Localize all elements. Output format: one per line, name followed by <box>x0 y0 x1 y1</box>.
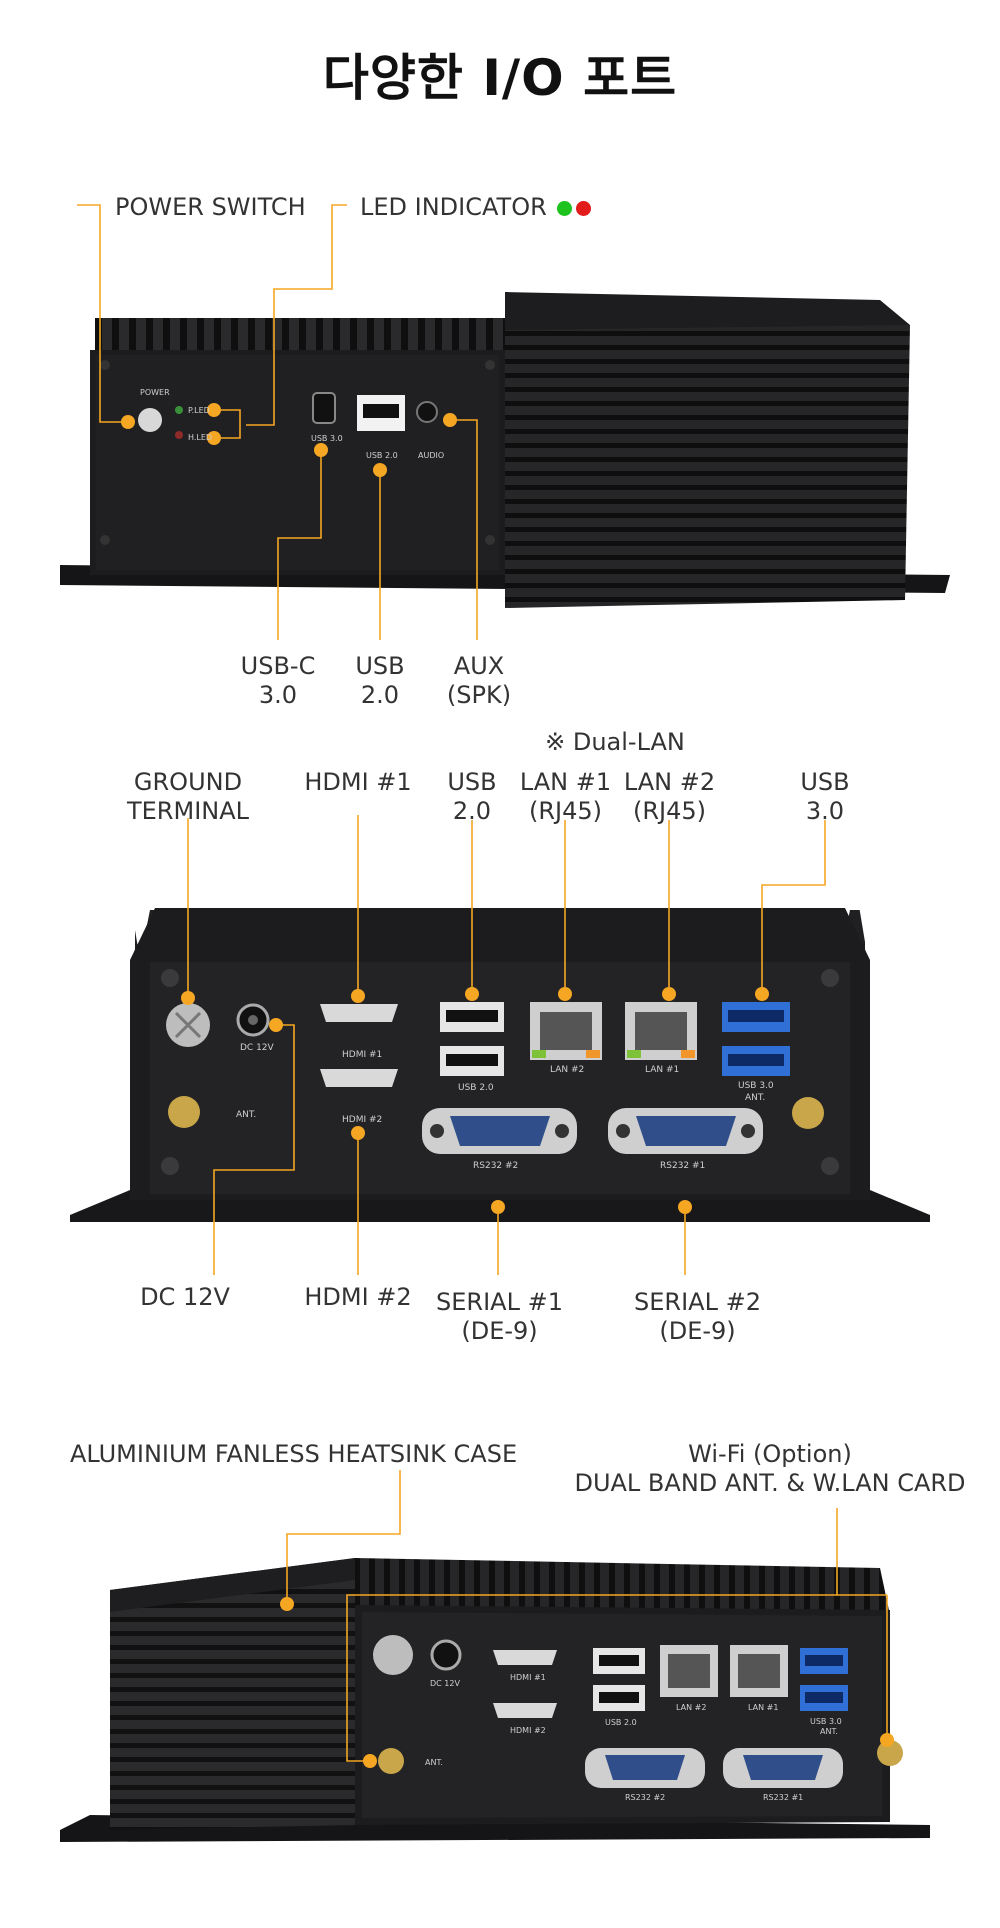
usb2-front-callout-line1: USB <box>355 652 405 680</box>
serial1-callout-line1: SERIAL #1 <box>436 1288 563 1316</box>
hdmi1-callout: HDMI #1 <box>304 768 412 796</box>
ground-callout-line2: TERMINAL <box>126 797 250 825</box>
dual-lan-note: ※ Dual-LAN <box>545 728 685 756</box>
serial2-callout-line2: (DE-9) <box>659 1317 736 1345</box>
rear-panel-label-lan1: LAN #1 <box>645 1065 679 1075</box>
wifi-callout-line1: Wi-Fi (Option) <box>688 1440 852 1468</box>
lan2-callout-line1: LAN #2 <box>623 768 716 796</box>
side-top-fins <box>355 1558 890 1615</box>
three-quarter-view-illustration: DC 12V ANT. HDMI #1 HDMI #2 USB 2.0 LAN … <box>60 1470 930 1842</box>
serial2-callout-line1: SERIAL #2 <box>634 1288 761 1316</box>
rear-panel-label-rs232-2: RS232 #2 <box>473 1161 518 1171</box>
usb-c-callout-line2: 3.0 <box>258 681 298 709</box>
wifi-callout-line2: DUAL BAND ANT. & W.LAN CARD <box>574 1469 966 1497</box>
lan2-callout: LAN #2(RJ45) <box>622 768 717 826</box>
audio-jack <box>416 401 438 423</box>
side-panel-label-ant2: ANT. <box>820 1727 838 1736</box>
side-panel-label-lan2: LAN #2 <box>676 1703 706 1712</box>
serial1-callout: SERIAL #1(DE-9) <box>432 1288 567 1346</box>
panel-label-usb3: USB 3.0 <box>311 434 343 443</box>
heatsink-top <box>95 318 505 356</box>
rear-panel-label-dc12v: DC 12V <box>240 1043 275 1053</box>
power-switch-callout: POWER SWITCH <box>115 193 306 221</box>
side-panel-label-hdmi2: HDMI #2 <box>510 1726 546 1735</box>
power-button <box>138 408 162 432</box>
lan2-callout-line2: (RJ45) <box>632 797 707 825</box>
ground-callout-line1: GROUND <box>133 768 243 796</box>
usb2-rear-callout-line1: USB <box>447 768 497 796</box>
hdmi1-port <box>320 1004 398 1022</box>
panel-label-usb2: USB 2.0 <box>366 451 398 460</box>
panel-label-power: POWER <box>140 388 170 397</box>
rear-panel-label-usb20: USB 2.0 <box>458 1083 494 1093</box>
usb-c-callout-line1: USB-C <box>240 652 316 680</box>
serial2-callout: SERIAL #2(DE-9) <box>630 1288 765 1346</box>
rear-panel-label-ant: ANT. <box>236 1110 256 1120</box>
lan1-callout: LAN #1(RJ45) <box>518 768 613 826</box>
lan1-callout-line1: LAN #1 <box>519 768 612 796</box>
hled-led <box>175 431 183 439</box>
aux-callout-line1: AUX <box>453 652 505 680</box>
wifi-callout: Wi-Fi (Option)DUAL BAND ANT. & W.LAN CAR… <box>560 1440 980 1498</box>
red-led-icon <box>575 200 591 216</box>
side-heatsink <box>110 1558 355 1830</box>
side-panel-label-rs232-2: RS232 #2 <box>625 1793 665 1802</box>
rear-panel-label-hdmi1: HDMI #1 <box>342 1050 382 1060</box>
panel-label-pled: P.LED <box>188 406 210 415</box>
lan1-callout-line2: (RJ45) <box>528 797 603 825</box>
led-indicator-label: LED INDICATOR <box>360 193 547 221</box>
hdmi2-port <box>320 1069 398 1087</box>
heatsink-side <box>505 292 910 608</box>
led-indicator-callout: LED INDICATOR <box>360 193 591 222</box>
side-panel-label-hdmi1: HDMI #1 <box>510 1673 546 1682</box>
green-led-icon <box>556 200 572 216</box>
side-panel-label-lan1: LAN #1 <box>748 1703 778 1712</box>
usb2-front-callout-line2: 2.0 <box>360 681 400 709</box>
front-view-illustration: POWER P.LED H.LED USB 3.0 USB 2.0 AUDIO <box>60 204 950 640</box>
aux-callout-line2: (SPK) <box>446 681 512 709</box>
usb3-rear-callout-line1: USB <box>800 768 850 796</box>
rear-panel-label-rs232-1: RS232 #1 <box>660 1161 705 1171</box>
rear-panel <box>150 962 850 1194</box>
usb3-rear-callout-line2: 3.0 <box>805 797 845 825</box>
rear-view-illustration: DC 12V ANT. HDMI #1 HDMI #2 USB 2.0 LAN … <box>70 815 930 1275</box>
side-panel-label-usb20: USB 2.0 <box>605 1718 637 1727</box>
aux-callout: AUX(SPK) <box>434 652 524 710</box>
rear-panel-label-lan2: LAN #2 <box>550 1065 584 1075</box>
heatsink-case-callout: ALUMINIUM FANLESS HEATSINK CASE <box>70 1440 518 1468</box>
side-panel-label-usb30: USB 3.0 <box>810 1717 842 1726</box>
side-panel-label-ant: ANT. <box>425 1758 443 1767</box>
pled-led <box>175 406 183 414</box>
page-title: 다양한 I/O 포트 <box>322 49 678 107</box>
rear-panel-label-ant2: ANT. <box>745 1093 765 1103</box>
rear-panel-label-hdmi2: HDMI #2 <box>342 1115 382 1125</box>
antenna-connector-left <box>168 1096 200 1128</box>
side-panel-label-rs232-1: RS232 #1 <box>763 1793 803 1802</box>
usb2-rear-callout-line2: 2.0 <box>452 797 492 825</box>
usb-c-port <box>312 392 336 424</box>
side-panel-label-dc12v: DC 12V <box>430 1679 460 1688</box>
hdmi2-callout: HDMI #2 <box>304 1283 412 1311</box>
rear-panel-label-usb30: USB 3.0 <box>738 1081 774 1091</box>
serial1-callout-line2: (DE-9) <box>461 1317 538 1345</box>
antenna-connector-right <box>792 1097 824 1129</box>
panel-label-audio: AUDIO <box>418 451 444 460</box>
dc12v-callout: DC 12V <box>140 1283 230 1311</box>
panel-label-hled: H.LED <box>188 433 212 442</box>
